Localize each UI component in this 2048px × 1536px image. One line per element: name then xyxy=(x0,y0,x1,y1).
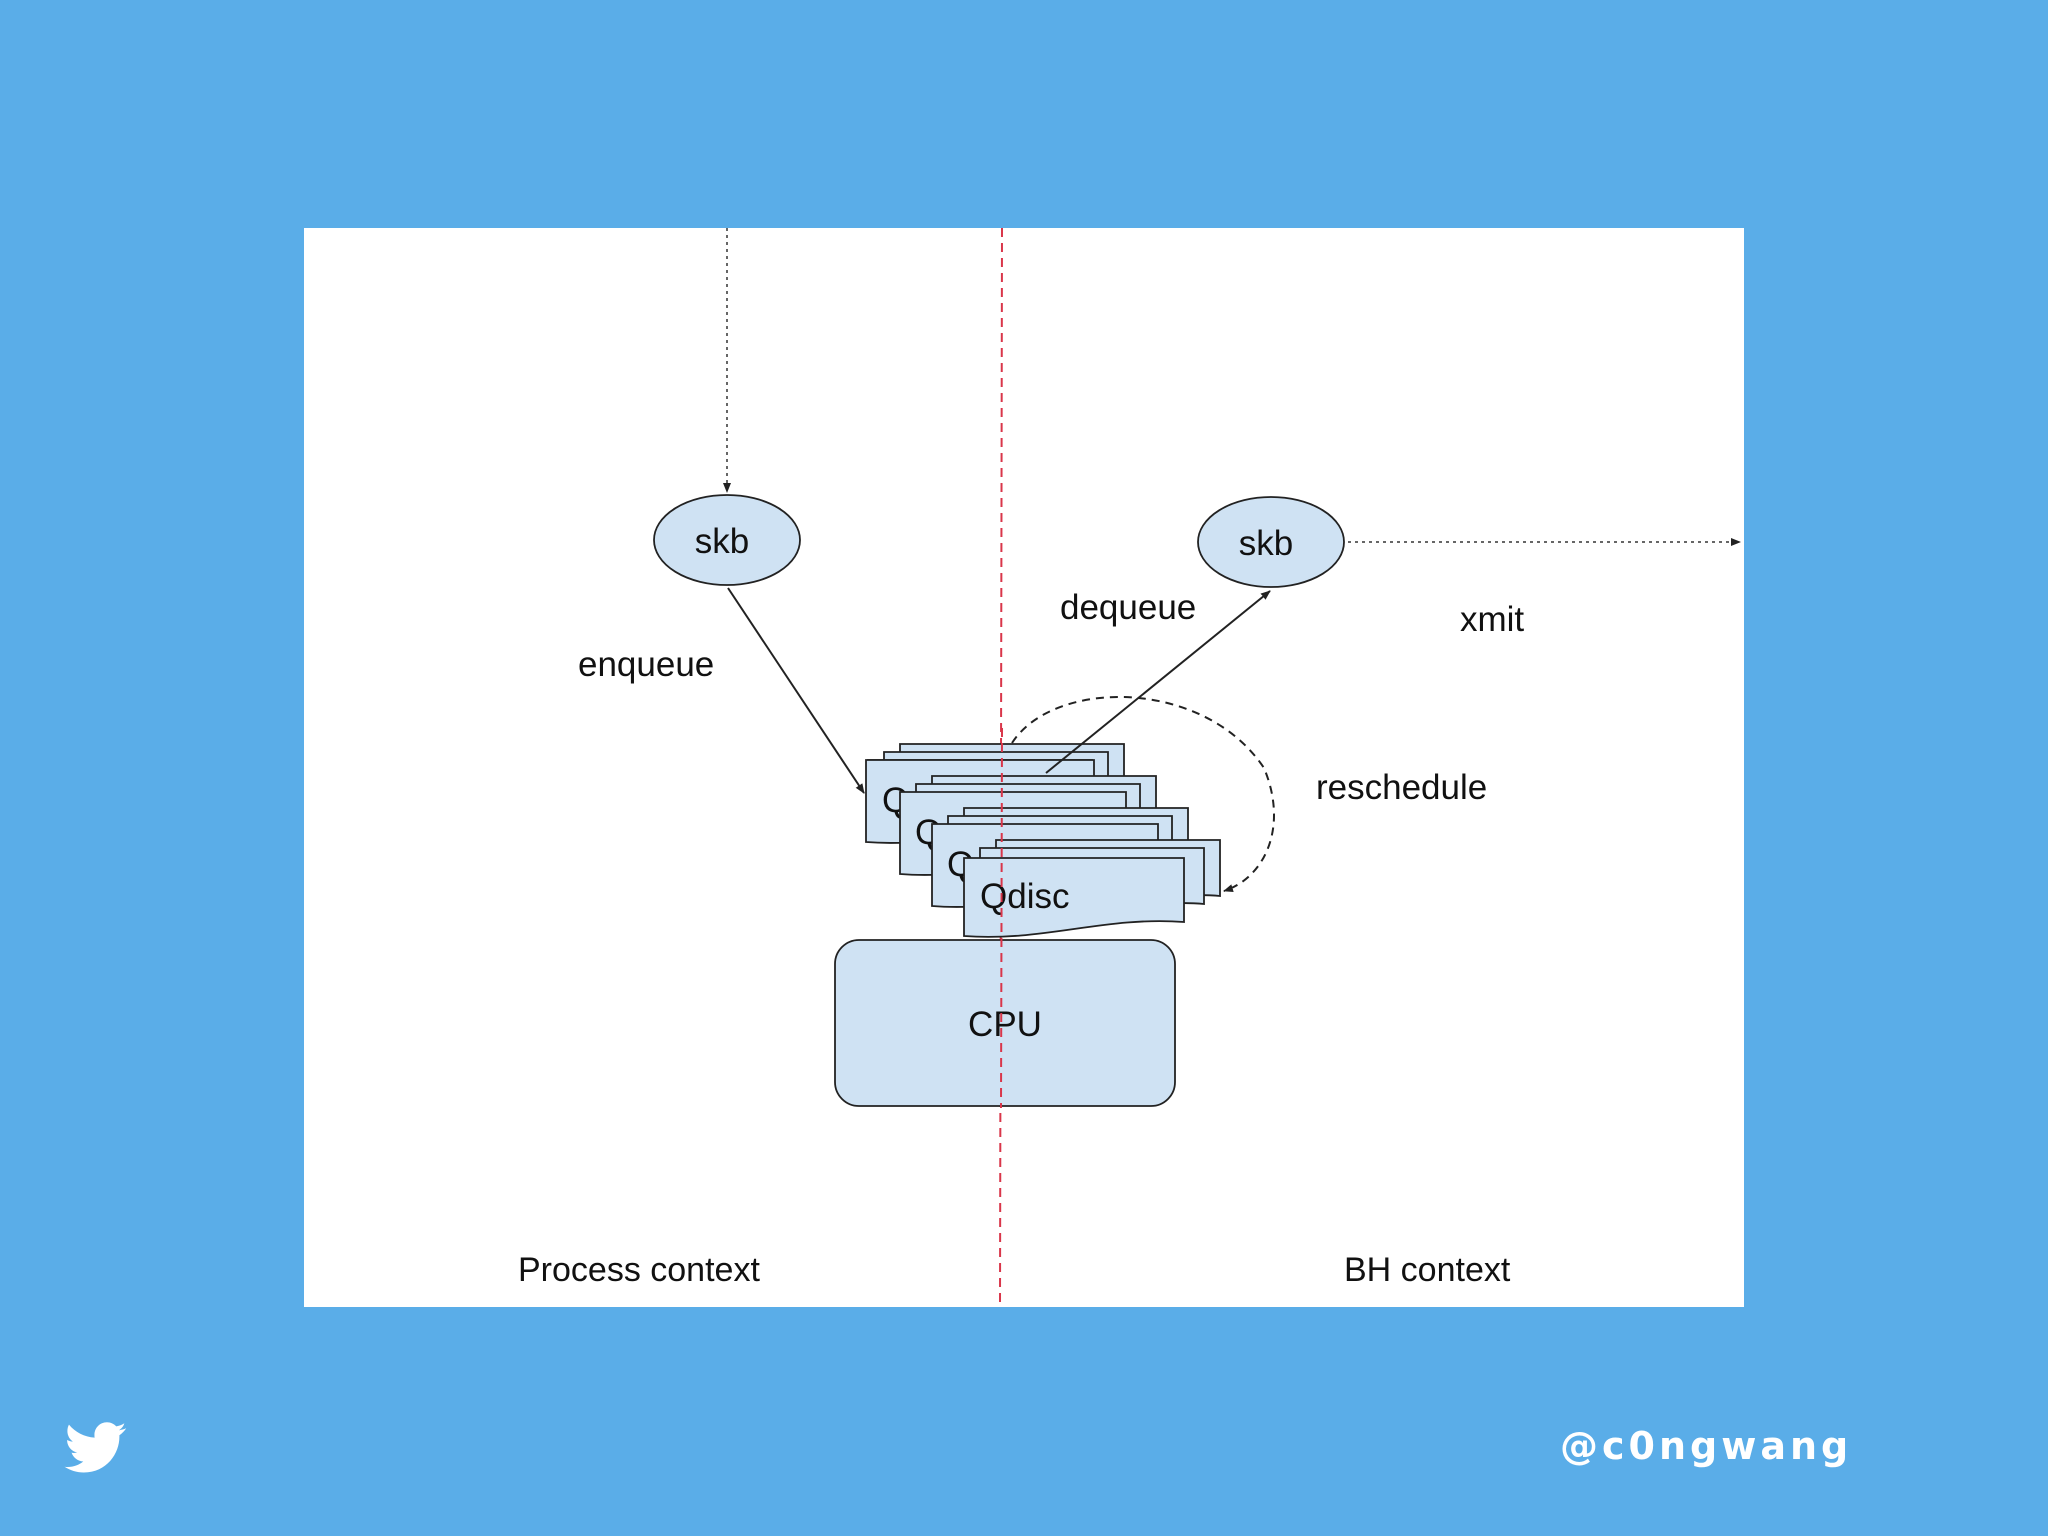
twitter-handle: @c0ngwang xyxy=(1560,1424,1853,1468)
bh-context-label: BH context xyxy=(1344,1251,1511,1289)
reschedule-arrow xyxy=(1011,696,1275,893)
process-context-label: Process context xyxy=(518,1251,760,1289)
skb-left-node: skb xyxy=(653,494,801,586)
qdisc-stack-front: Qdisc xyxy=(963,839,1221,938)
xmit-label: xmit xyxy=(1460,600,1524,639)
cpu-node: CPU xyxy=(834,939,1176,1107)
qdisc-label-front: Qdisc xyxy=(980,877,1069,916)
skb-right-label: skb xyxy=(1239,524,1293,563)
diagram-canvas: Q Q Q Qdisc CPU xyxy=(304,228,1744,1307)
skb-right-node: skb xyxy=(1197,496,1345,588)
context-divider-overlay xyxy=(1000,727,1003,1109)
cpu-label: CPU xyxy=(968,1005,1042,1044)
enqueue-label: enqueue xyxy=(578,645,714,684)
reschedule-label: reschedule xyxy=(1316,768,1487,807)
dequeue-label: dequeue xyxy=(1060,588,1196,627)
enqueue-arrow xyxy=(727,587,865,794)
twitter-bird-icon xyxy=(64,1422,127,1473)
dequeue-arrow xyxy=(1045,590,1271,774)
skb-left-label: skb xyxy=(695,522,749,561)
